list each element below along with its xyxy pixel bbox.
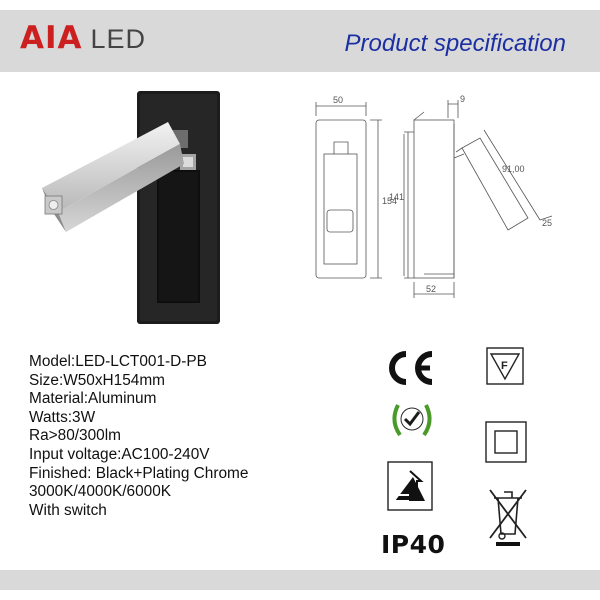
brand-secondary: LED xyxy=(90,24,147,54)
dim-arm-length: 91,00 xyxy=(502,164,525,174)
spec-watts: Watts:3W xyxy=(29,408,96,426)
spec-material: Material:Aluminum xyxy=(29,390,157,408)
weee-bin-icon xyxy=(489,489,527,546)
page-title: Product specification xyxy=(344,30,566,57)
brand-logo: AIA LED xyxy=(20,20,146,60)
product-photo xyxy=(42,91,220,324)
spec-size: Size:W50xH154mm xyxy=(29,371,165,389)
dim-height-outer: 154 xyxy=(382,196,397,206)
dim-height-inner: 141 xyxy=(389,192,404,202)
spec-list: Model:LED-LCT001-D-PB Size:W50xH154mm Ma… xyxy=(29,353,248,520)
spec-ra: Ra>80/300lm xyxy=(29,427,121,445)
header-bar xyxy=(0,10,600,72)
svg-text:F: F xyxy=(501,360,508,372)
double-insulation-icon xyxy=(485,421,527,463)
dim-depth-top: 9 xyxy=(460,94,465,104)
brand-primary: AIA xyxy=(20,20,83,56)
spec-model: Model:LED-LCT001-D-PB xyxy=(29,353,207,370)
spec-finish: Finished: Black+Plating Chrome xyxy=(29,464,249,482)
dim-depth-bottom: 52 xyxy=(426,284,436,294)
insulation-cover-icon xyxy=(387,461,433,511)
technical-drawing: 50 154 9 141 52 91,00 25 xyxy=(315,94,553,298)
ip-rating: IP40 xyxy=(381,530,446,559)
spec-cct: 3000K/4000K/6000K xyxy=(29,483,172,501)
spec-switch: With switch xyxy=(29,501,107,519)
dim-width-top: 50 xyxy=(333,95,343,105)
footer-bar xyxy=(0,570,600,590)
f-mark-icon: F xyxy=(486,347,524,385)
spec-input-voltage: Input voltage:AC100-240V xyxy=(29,445,210,463)
ce-mark-icon xyxy=(389,351,433,385)
quality-laurel-icon xyxy=(392,404,432,437)
dim-arm-width: 25 xyxy=(542,218,552,228)
